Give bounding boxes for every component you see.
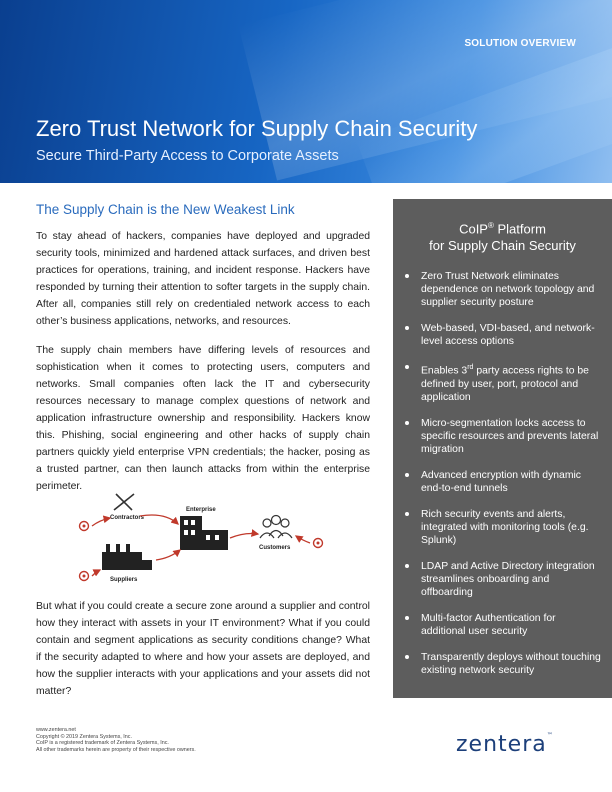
biohazard-icon [78, 520, 90, 532]
bullet-icon [405, 654, 409, 659]
factory-icon [102, 544, 152, 570]
footer-copyright: Copyright © 2019 Zentera Systems, Inc. [36, 733, 132, 740]
bullet-icon [405, 563, 409, 568]
connection-arrow [91, 569, 102, 577]
footer-legal: www.zentera.net Copyright © 2019 Zentera… [36, 727, 196, 753]
footer-trademark: CoIP is a registered trademark of Zenter… [36, 740, 169, 747]
bullet-icon [405, 420, 409, 425]
header-banner: SOLUTION OVERVIEW Zero Trust Network for… [0, 0, 612, 183]
zentera-logo: zentera™ [456, 732, 554, 757]
feature-item: Rich security events and alerts, integra… [393, 508, 612, 547]
diagram-label-suppliers: Suppliers [110, 577, 138, 583]
feature-list: Zero Trust Network eliminates dependence… [393, 270, 612, 676]
page-subtitle: Secure Third-Party Access to Corporate A… [36, 148, 339, 164]
feature-item: LDAP and Active Directory integration st… [393, 560, 612, 599]
document-type-tag: SOLUTION OVERVIEW [464, 38, 576, 49]
connection-arrow [139, 514, 179, 525]
biohazard-icon [78, 570, 90, 582]
feature-item: Advanced encryption with dynamic end-to-… [393, 469, 612, 495]
footer-url[interactable]: www.zentera.net [36, 727, 76, 733]
connection-arrow [294, 535, 311, 544]
body-paragraph: But what if you could create a secure zo… [36, 601, 370, 697]
connection-arrow [155, 549, 182, 561]
bullet-icon [405, 326, 409, 331]
page-title: Zero Trust Network for Supply Chain Secu… [36, 116, 478, 141]
bullet-icon [405, 274, 409, 279]
feature-item: Enables 3rd party access rights to be de… [393, 361, 612, 403]
diagram-label-contractors: Contractors [110, 515, 145, 521]
footer-trademark-other: All other trademarks herein are property… [36, 746, 196, 753]
diagram-label-customers: Customers [259, 545, 291, 551]
feature-item: Transparently deploys without touching e… [393, 651, 612, 677]
feature-item: Micro-segmentation locks access to speci… [393, 417, 612, 456]
people-icon [259, 514, 293, 539]
body-paragraph: To stay ahead of hackers, companies have… [36, 231, 370, 327]
supply-chain-diagram: Contractors Enterprise Customers Supplie… [78, 493, 324, 583]
bullet-icon [405, 472, 409, 477]
feature-item: Multi-factor Authentication for addition… [393, 612, 612, 638]
tools-icon [113, 493, 135, 511]
bullet-icon [405, 365, 409, 370]
diagram-label-enterprise: Enterprise [186, 507, 216, 513]
sidebar-title: CoIP® Platform for Supply Chain Security [429, 221, 576, 254]
connection-arrow [91, 515, 112, 527]
body-paragraph: The supply chain members have differing … [36, 345, 370, 492]
bullet-icon [405, 615, 409, 620]
connection-arrow [229, 529, 260, 539]
biohazard-icon [312, 537, 324, 549]
sidebar-platform-panel: CoIP® Platform for Supply Chain Security… [393, 199, 612, 698]
building-icon [180, 516, 228, 550]
feature-item: Web-based, VDI-based, and network-level … [393, 322, 612, 348]
bullet-icon [405, 511, 409, 516]
section-heading: The Supply Chain is the New Weakest Link [36, 202, 295, 217]
feature-item: Zero Trust Network eliminates dependence… [393, 270, 612, 309]
